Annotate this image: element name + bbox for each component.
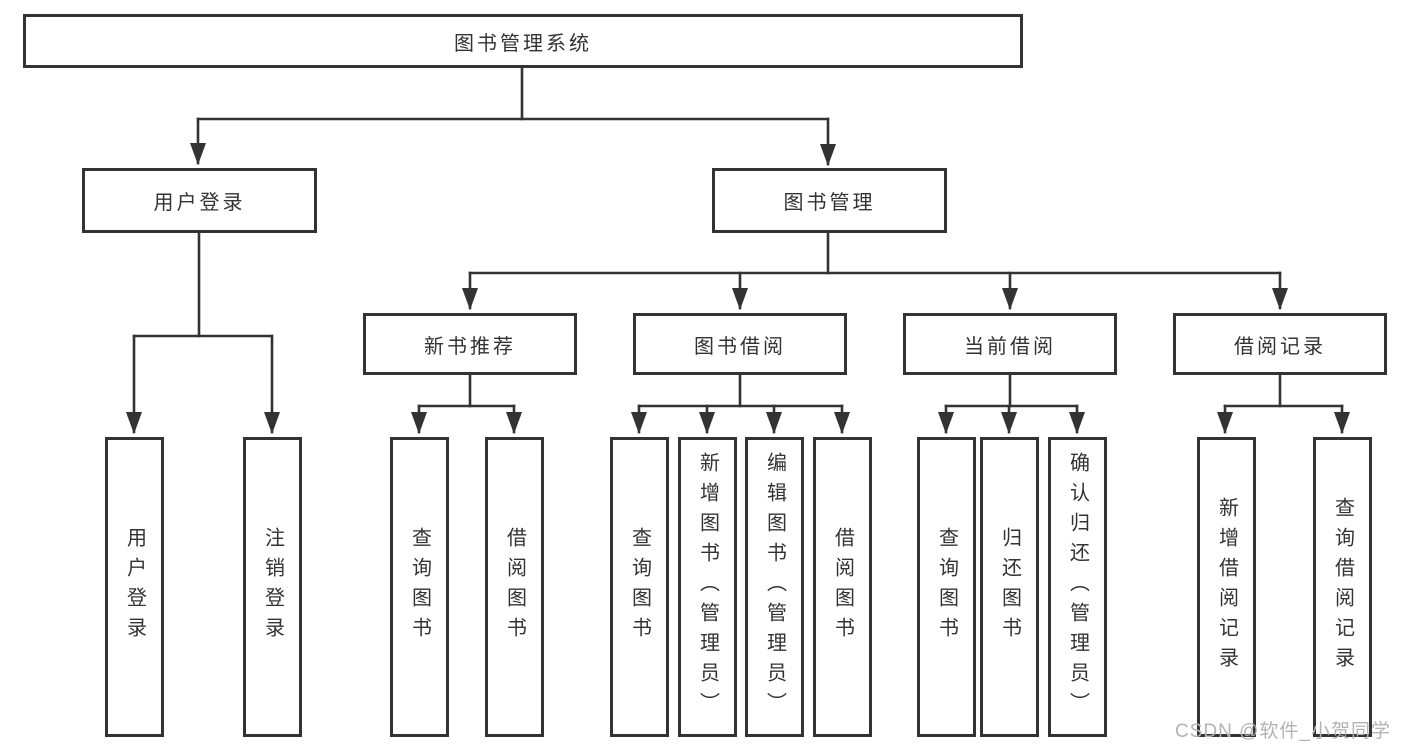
leaf-logout: 注销登录	[243, 437, 302, 737]
leaf-return-book: 归还图书	[980, 437, 1039, 737]
leaf-add-borrow-record: 新增借阅记录	[1197, 437, 1256, 737]
node-label: 用户登录	[153, 192, 246, 214]
leaf-confirm-return-admin: 确认归还（管理员）	[1048, 437, 1107, 737]
leaf-edit-book-admin: 编辑图书（管理员）	[745, 437, 804, 737]
node-label: 借阅图书	[503, 527, 526, 647]
leaf-borrow-books-1: 借阅图书	[485, 437, 544, 737]
node-label: 查询图书	[628, 527, 651, 647]
node-label: 归还图书	[998, 527, 1021, 647]
node-borrowing-records: 借阅记录	[1173, 313, 1387, 375]
node-new-book-recommendation: 新书推荐	[363, 313, 577, 375]
node-label: 查询图书	[935, 527, 958, 647]
node-book-management: 图书管理	[712, 168, 947, 233]
node-book-borrowing: 图书借阅	[633, 313, 847, 375]
node-label: 查询图书	[408, 527, 431, 647]
leaf-query-books-2: 查询图书	[610, 437, 669, 737]
node-label: 借阅记录	[1234, 335, 1326, 358]
leaf-borrow-books-2: 借阅图书	[813, 437, 872, 737]
node-label: 新增图书（管理员）	[696, 452, 719, 722]
node-label: 用户登录	[123, 527, 146, 647]
leaf-query-borrow-record: 查询借阅记录	[1313, 437, 1372, 737]
leaf-query-books-3: 查询图书	[917, 437, 976, 737]
node-label: 图书管理	[783, 192, 876, 214]
node-label: 新增借阅记录	[1215, 497, 1238, 677]
node-current-borrowing: 当前借阅	[903, 313, 1117, 375]
leaf-query-books-1: 查询图书	[390, 437, 449, 737]
node-label: 新书推荐	[424, 335, 516, 358]
node-label: 借阅图书	[831, 527, 854, 647]
node-label: 注销登录	[261, 527, 284, 647]
node-label: 图书管理系统	[454, 32, 592, 55]
node-user-login: 用户登录	[82, 168, 317, 233]
csdn-watermark: CSDN @软件_小贺同学	[1175, 721, 1391, 742]
node-label: 当前借阅	[964, 335, 1056, 358]
leaf-user-login: 用户登录	[105, 437, 164, 737]
node-library-management-system: 图书管理系统	[23, 14, 1023, 68]
node-label: 确认归还（管理员）	[1066, 452, 1089, 722]
node-label: 编辑图书（管理员）	[763, 452, 786, 722]
node-label: 图书借阅	[694, 335, 786, 358]
node-label: 查询借阅记录	[1331, 497, 1354, 677]
leaf-add-book-admin: 新增图书（管理员）	[678, 437, 737, 737]
